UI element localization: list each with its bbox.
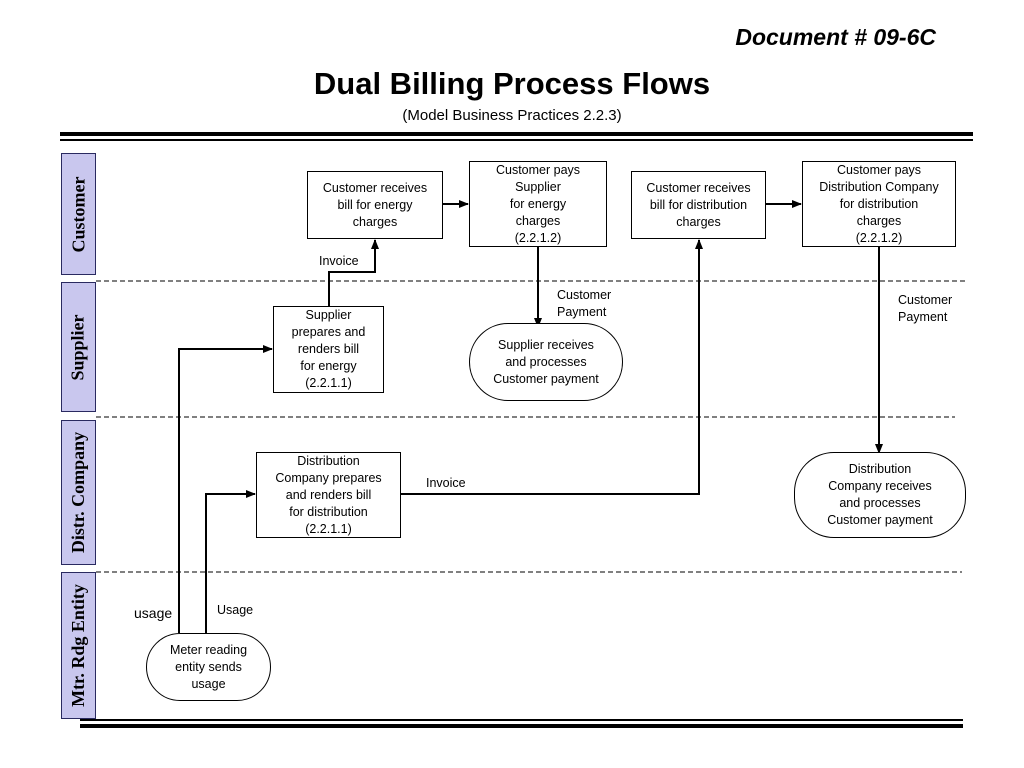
box-supplier-prepares-bill-text: Supplier prepares and renders bill for e… [291,308,366,390]
box-customer-pays-supplier-text: Customer pays Supplier for energy charge… [495,162,581,245]
box-customer-receives-energy-bill: Customer receives bill for energy charge… [307,171,443,239]
box-meter-sends-usage-text: Meter reading entity sends usage [169,642,248,691]
bottom-rule-thick [80,724,963,728]
top-rule-thin [60,139,973,141]
box-customer-receives-dist-bill-text: Customer receives bill for distribution … [646,180,751,229]
box-meter-sends-usage: Meter reading entity sends usage [146,633,271,701]
lane-label-distr-company: Distr. Company [61,420,96,565]
box-customer-pays-dist: Customer pays Distribution Company for d… [802,161,956,247]
lane-label-customer: Customer [61,153,96,275]
document-number: Document # 09-6C [735,24,936,50]
label-invoice-supplier: Invoice [319,254,359,268]
arrow-usage-to-supplier [178,345,273,633]
page-title: Dual Billing Process Flows [313,66,711,101]
label-usage-upper: Usage [217,603,254,617]
box-dist-receives-payment: Distribution Company receives and proces… [794,452,966,538]
arrow-usage-to-dist [205,490,256,633]
label-customer-payment-supplier: Customer Payment [557,288,612,319]
arrow-dist-invoice [401,239,703,495]
box-customer-pays-supplier: Customer pays Supplier for energy charge… [469,161,607,247]
box-dist-prepares-bill: Distribution Company prepares and render… [256,452,401,538]
top-rule-thick [60,132,973,136]
box-supplier-receives-payment-text: Supplier receives and processes Customer… [493,337,599,386]
bottom-rule-thin [80,719,963,721]
box-customer-receives-energy-bill-text: Customer receives bill for energy charge… [322,180,428,229]
box-supplier-receives-payment: Supplier receives and processes Customer… [469,323,623,401]
box-supplier-prepares-bill: Supplier prepares and renders bill for e… [273,306,384,393]
box-customer-pays-dist-text: Customer pays Distribution Company for d… [819,162,939,245]
label-customer-payment-dist: Customer Payment [898,293,953,324]
label-usage-lower: usage [134,605,173,621]
box-customer-receives-dist-bill: Customer receives bill for distribution … [631,171,766,239]
lane-label-supplier: Supplier [61,282,96,412]
arrow-supplier-invoice [328,239,379,306]
label-invoice-dist: Invoice [426,476,466,490]
box-dist-prepares-bill-text: Distribution Company prepares and render… [275,453,382,536]
box-dist-receives-payment-text: Distribution Company receives and proces… [827,462,933,527]
page-subtitle: (Model Business Practices 2.2.3) [402,107,622,124]
lane-label-mtr-rdg-entity: Mtr. Rdg Entity [61,572,96,719]
